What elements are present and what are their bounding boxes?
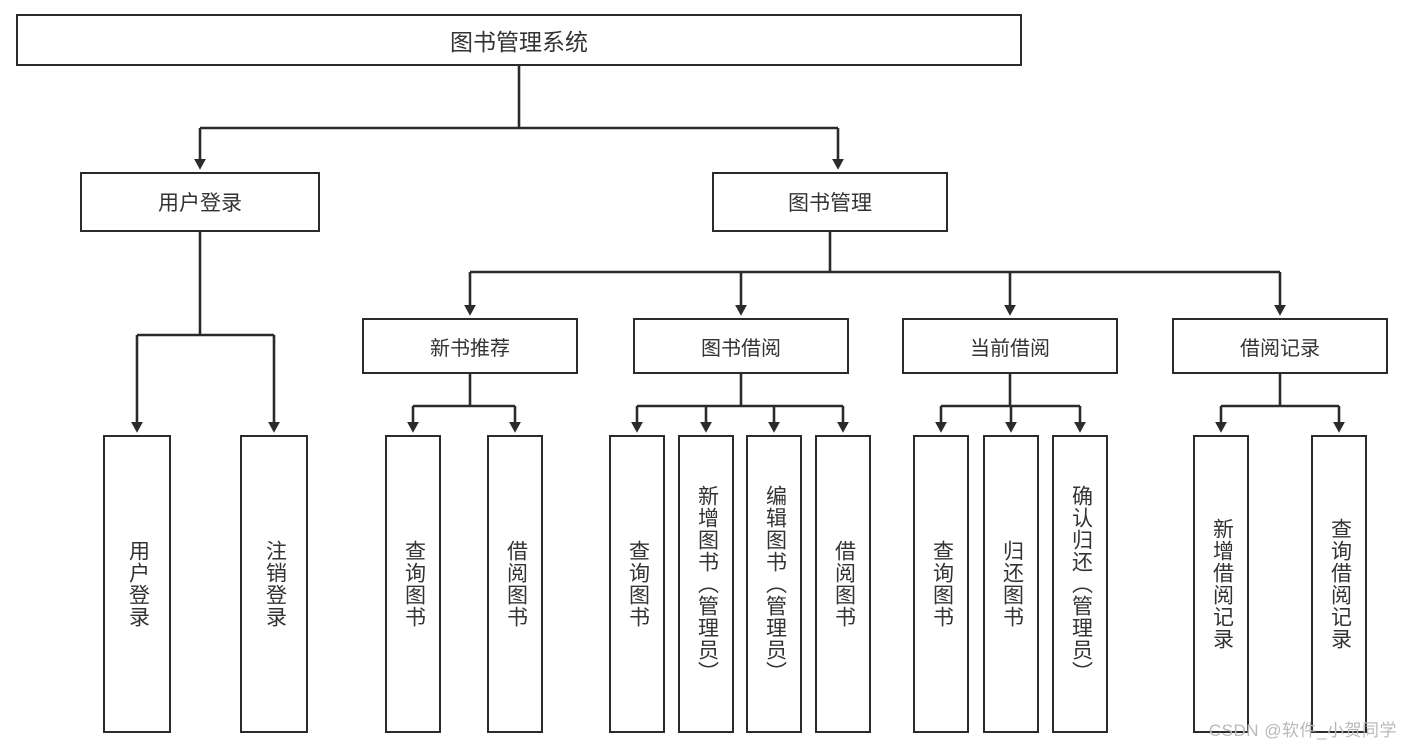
leaf-label: 用户登录 (126, 540, 150, 628)
leaf-user-login[interactable]: 用户登录 (103, 435, 171, 733)
leaf-label: 注销登录 (263, 540, 287, 628)
leaf-borrow-book[interactable]: 借阅图书 (815, 435, 871, 733)
node-borrow-record[interactable]: 借阅记录 (1172, 318, 1388, 374)
watermark-text: CSDN @软件_小贺同学 (1208, 721, 1397, 740)
leaf-label: 查询图书 (930, 540, 954, 628)
leaf-label: 确认归还（管理员） (1069, 485, 1093, 683)
leaf-user-logout[interactable]: 注销登录 (240, 435, 308, 733)
leaf-label: 查询借阅记录 (1328, 518, 1352, 650)
leaf-edit-book-admin[interactable]: 编辑图书（管理员） (746, 435, 802, 733)
leaf-label: 归还图书 (1000, 540, 1024, 628)
leaf-label: 借阅图书 (832, 540, 856, 628)
node-user-login[interactable]: 用户登录 (80, 172, 320, 232)
leaf-query-book-borrow[interactable]: 查询图书 (609, 435, 665, 733)
leaf-label: 新增图书（管理员） (695, 485, 719, 683)
leaf-label: 编辑图书（管理员） (763, 485, 787, 683)
leaf-label: 新增借阅记录 (1210, 518, 1234, 650)
leaf-label: 查询图书 (626, 540, 650, 628)
leaf-add-book-admin[interactable]: 新增图书（管理员） (678, 435, 734, 733)
leaf-add-borrow-record[interactable]: 新增借阅记录 (1193, 435, 1249, 733)
leaf-borrow-book-recommend[interactable]: 借阅图书 (487, 435, 543, 733)
node-book-borrow[interactable]: 图书借阅 (633, 318, 849, 374)
node-book-management[interactable]: 图书管理 (712, 172, 948, 232)
node-root-system[interactable]: 图书管理系统 (16, 14, 1022, 66)
leaf-confirm-return-admin[interactable]: 确认归还（管理员） (1052, 435, 1108, 733)
node-new-book-recommend[interactable]: 新书推荐 (362, 318, 578, 374)
leaf-label: 借阅图书 (504, 540, 528, 628)
leaf-return-book[interactable]: 归还图书 (983, 435, 1039, 733)
leaf-query-book-current[interactable]: 查询图书 (913, 435, 969, 733)
leaf-label: 查询图书 (402, 540, 426, 628)
leaf-query-book-recommend[interactable]: 查询图书 (385, 435, 441, 733)
leaf-query-borrow-record[interactable]: 查询借阅记录 (1311, 435, 1367, 733)
node-current-borrow[interactable]: 当前借阅 (902, 318, 1118, 374)
